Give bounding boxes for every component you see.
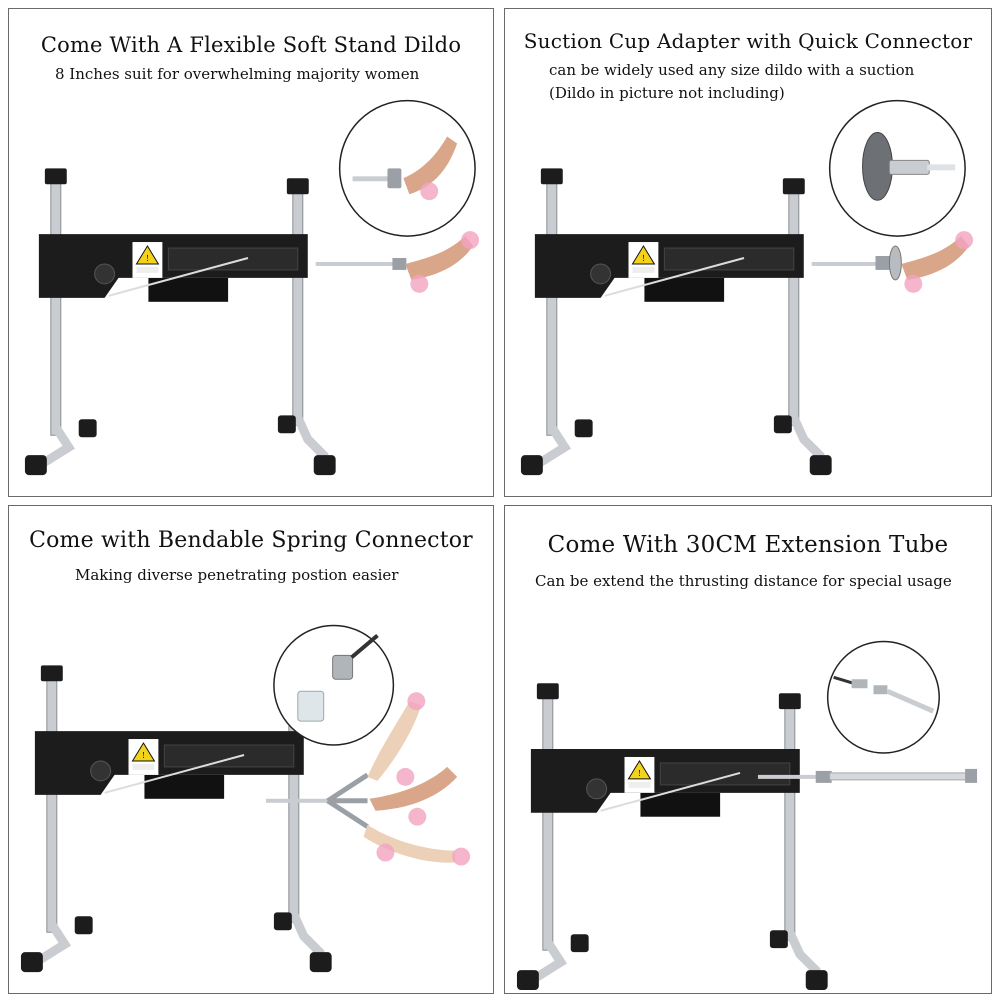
connector bbox=[392, 257, 407, 270]
machine-illustration bbox=[9, 624, 471, 993]
inset-connector bbox=[888, 159, 930, 175]
censor-blur bbox=[410, 274, 429, 293]
thrust-rod bbox=[757, 774, 818, 779]
panel-title: Suction Cup Adapter with Quick Connector bbox=[523, 29, 973, 53]
thrust-rod bbox=[315, 261, 401, 266]
machine-illustration bbox=[505, 99, 974, 496]
product-image bbox=[369, 766, 458, 811]
quick-connector bbox=[875, 255, 892, 270]
inset-suction-cup bbox=[862, 131, 893, 201]
tube-connector bbox=[965, 768, 978, 783]
censor-blur bbox=[904, 274, 923, 293]
thrust-rod bbox=[265, 798, 328, 803]
censor-blur bbox=[407, 692, 426, 711]
detail-inset bbox=[826, 640, 940, 754]
product-image bbox=[363, 824, 456, 863]
panel-spring-connector: Come with Bendable Spring Connector Maki… bbox=[8, 505, 494, 994]
extension-tube bbox=[829, 772, 970, 781]
censor-blur bbox=[408, 807, 427, 826]
panel-title: Come With 30CM Extension Tube bbox=[547, 532, 949, 558]
panel-title: Come with Bendable Spring Connector bbox=[29, 528, 473, 553]
inset-connector bbox=[851, 679, 868, 689]
detail-inset bbox=[273, 624, 395, 746]
panel-subtitle: 8 Inches suit for overwhelming majority … bbox=[55, 65, 420, 83]
censor-blur bbox=[955, 231, 974, 250]
detail-inset bbox=[338, 99, 476, 237]
machine-illustration bbox=[505, 640, 978, 993]
thrust-rod bbox=[811, 261, 882, 266]
panel-note: (Dildo in picture not including) bbox=[549, 84, 785, 102]
censor-blur bbox=[396, 767, 415, 786]
censor-blur bbox=[376, 843, 395, 862]
panel-suction-adapter: Suction Cup Adapter with Quick Connector… bbox=[504, 8, 992, 497]
panel-soft-dildo: Come With A Flexible Soft Stand Dildo 8 … bbox=[8, 8, 494, 497]
machine-illustration bbox=[9, 99, 480, 496]
suction-cup-adapter bbox=[888, 245, 902, 281]
product-image bbox=[367, 701, 422, 781]
panel-subtitle: Making diverse penetrating postion easie… bbox=[75, 566, 399, 584]
connector bbox=[815, 770, 832, 783]
inset-rod bbox=[927, 164, 956, 171]
censor-blur bbox=[420, 182, 439, 201]
spring-connector bbox=[326, 772, 369, 829]
inset-rod bbox=[350, 633, 379, 659]
censor-blur bbox=[461, 231, 480, 250]
panel-extension-tube: Come With 30CM Extension Tube Can be ext… bbox=[504, 505, 992, 994]
panel-subtitle: Can be extend the thrusting distance for… bbox=[535, 572, 952, 590]
inset-connector bbox=[873, 685, 888, 695]
inset-connector bbox=[332, 654, 354, 680]
panel-subtitle: can be widely used any size dildo with a… bbox=[549, 61, 915, 79]
product-image bbox=[405, 236, 474, 280]
inset-product bbox=[403, 136, 458, 195]
panel-title: Come With A Flexible Soft Stand Dildo bbox=[40, 33, 462, 57]
censor-blur bbox=[452, 847, 471, 866]
inset-rod bbox=[833, 675, 854, 685]
inset-connector bbox=[387, 168, 402, 189]
inset-rod bbox=[352, 176, 393, 182]
inset-spring bbox=[297, 690, 325, 722]
product-image bbox=[901, 236, 970, 280]
inset-extension-tube bbox=[886, 688, 935, 714]
